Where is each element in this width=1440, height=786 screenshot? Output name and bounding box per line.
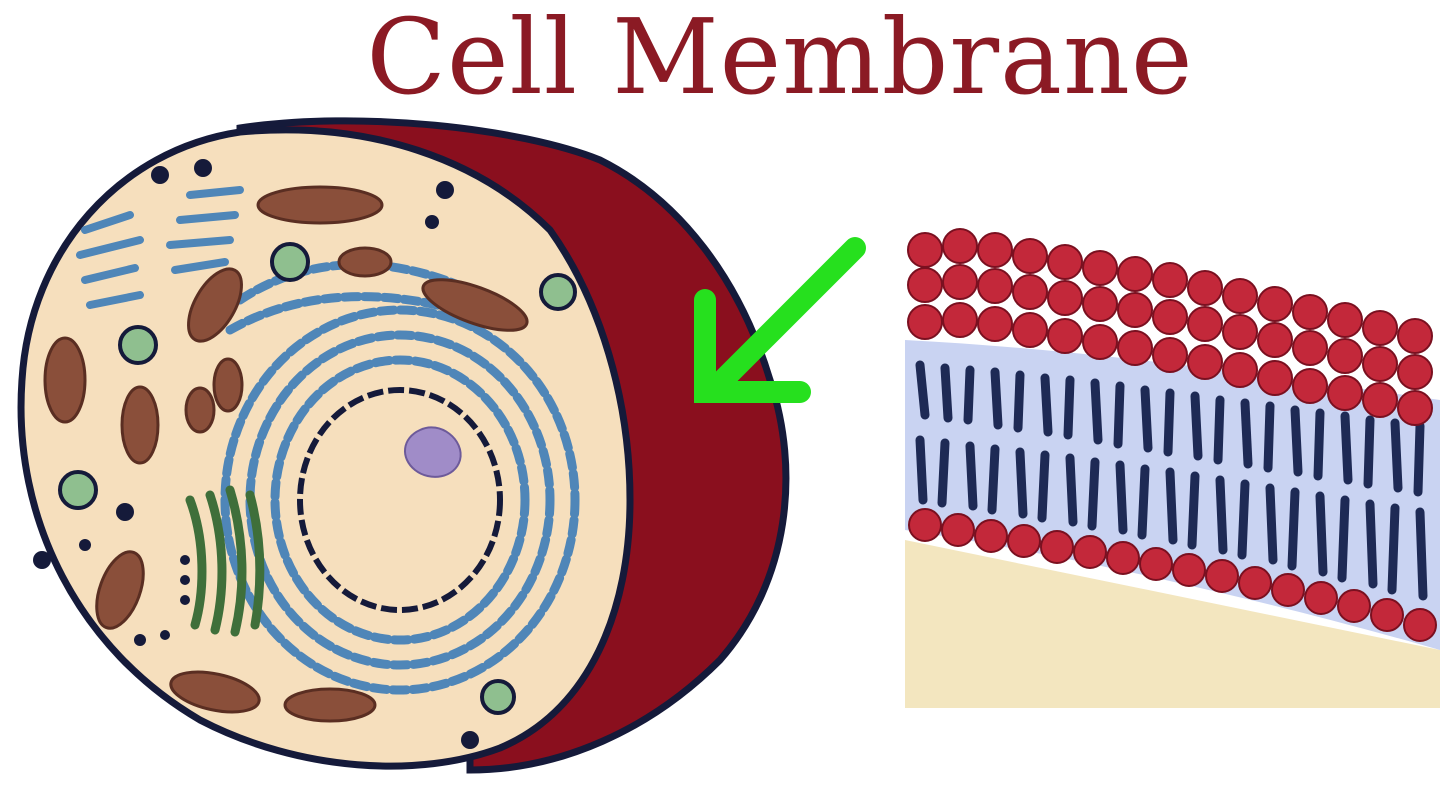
pointer-arrow-icon <box>694 237 866 403</box>
membrane-pores <box>33 166 479 749</box>
mitochondria <box>43 185 529 723</box>
lipid-tails <box>915 360 1428 601</box>
ribosome-dots <box>79 159 439 646</box>
lipid-bilayer-section <box>905 228 1440 708</box>
cell-interior-below-bilayer <box>905 540 1440 708</box>
phospholipid-heads-bottom <box>908 508 1437 642</box>
diagram-title: Cell Membrane <box>366 0 1194 118</box>
nucleolus <box>404 426 462 478</box>
golgi-apparatus <box>185 485 265 637</box>
vesicles <box>58 242 577 715</box>
nucleus <box>297 387 503 613</box>
er-fragments <box>76 186 244 309</box>
phospholipid-heads-top <box>907 228 1433 426</box>
